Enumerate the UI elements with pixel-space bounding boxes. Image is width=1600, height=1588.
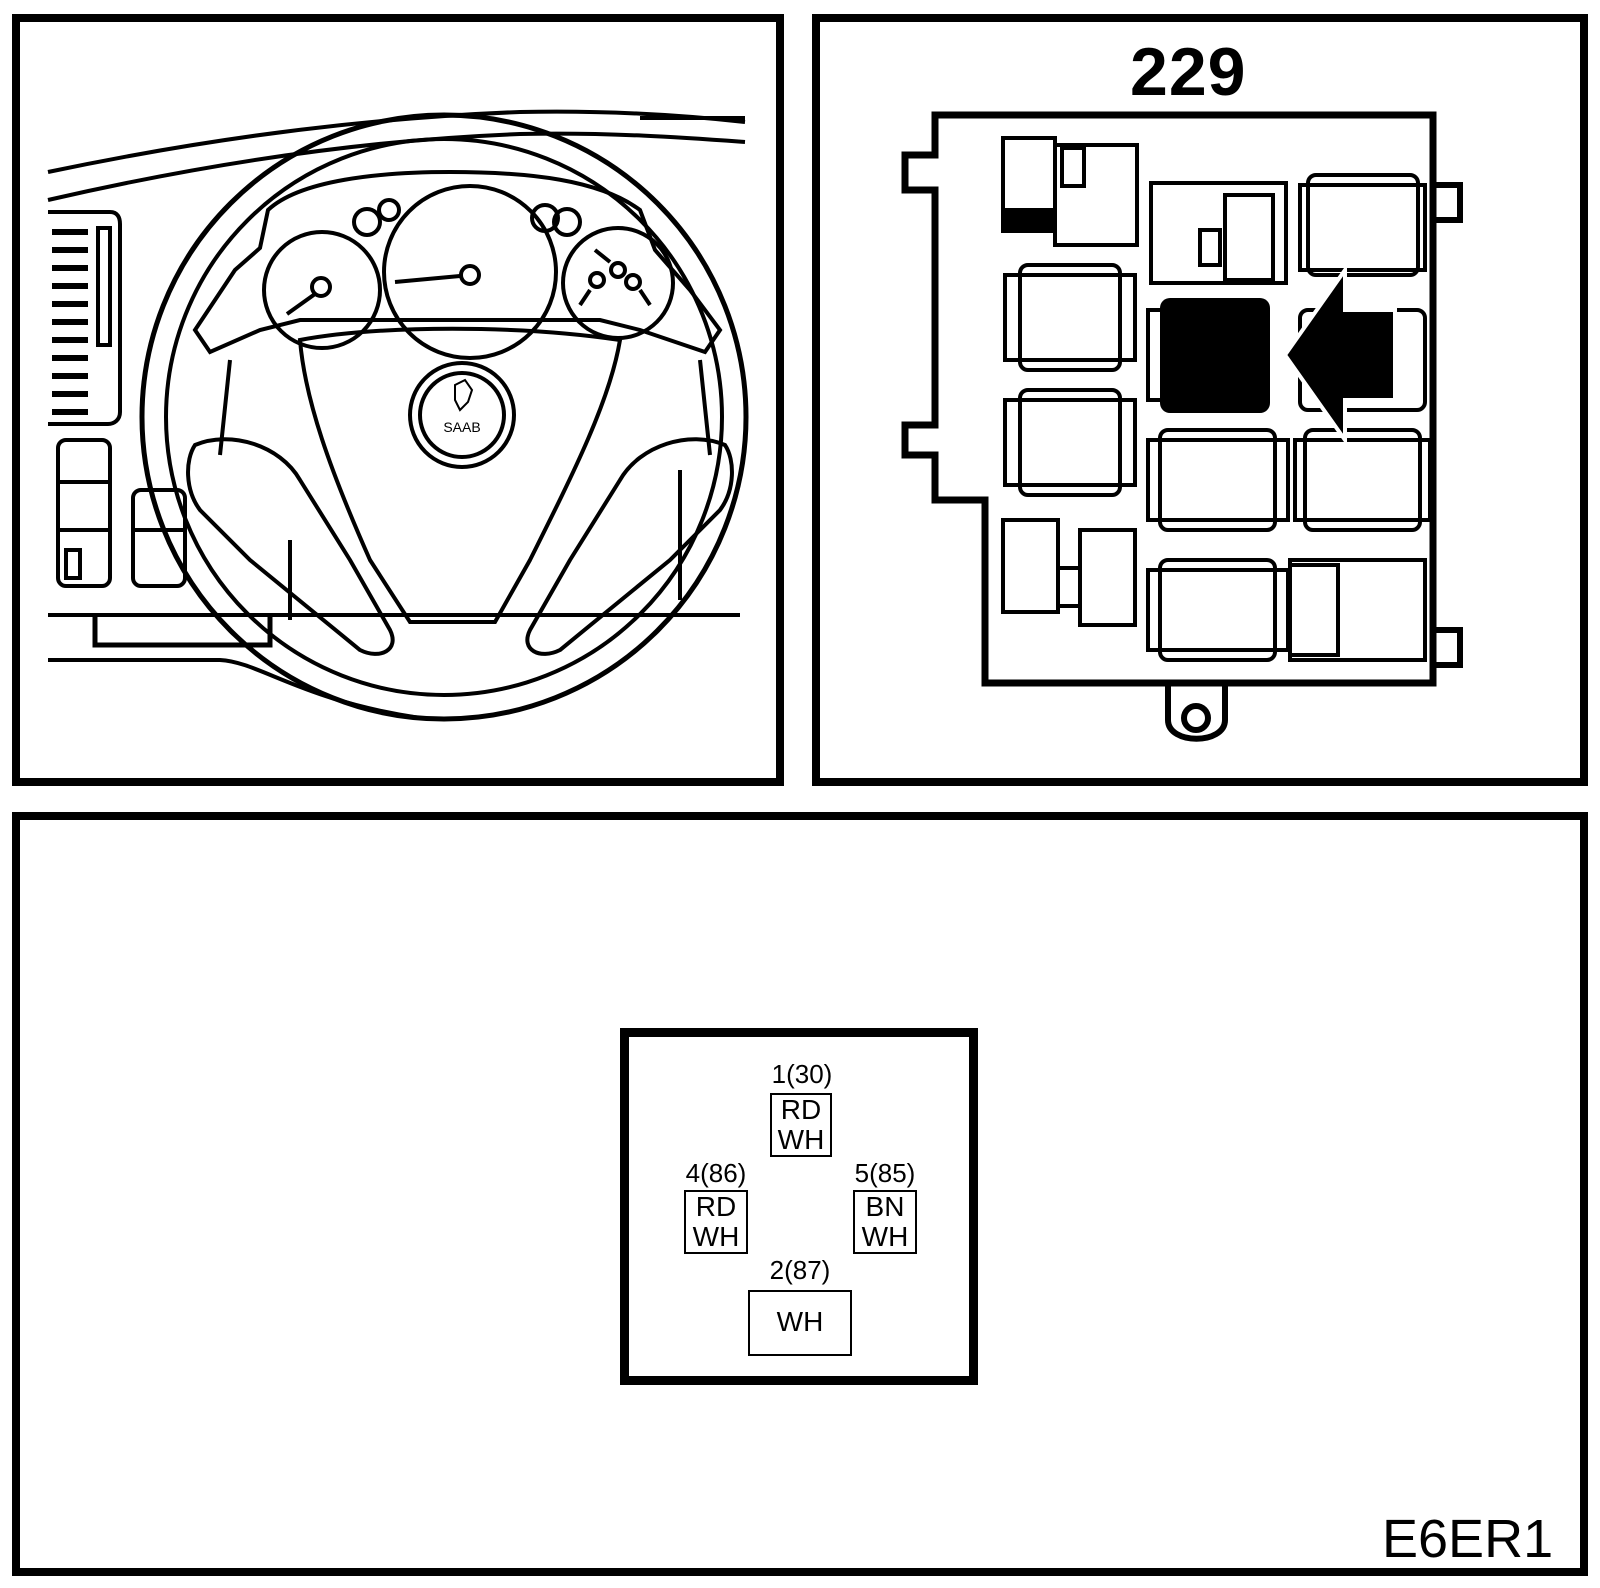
center-gauge [382, 184, 558, 360]
relay [1001, 136, 1139, 247]
relay [1146, 428, 1290, 532]
pin-color-1b: WH [777, 1124, 825, 1155]
relay [1288, 558, 1427, 662]
pin-color-4b: WH [692, 1221, 740, 1252]
steering-wheel-rim [139, 112, 749, 722]
relay [1293, 428, 1432, 532]
pin-color-5a: BN [865, 1191, 905, 1222]
relay [1146, 558, 1290, 662]
pin-color-2a: WH [776, 1306, 824, 1337]
pin-color-4a: RD [695, 1191, 737, 1222]
highlighted-relay [1160, 298, 1270, 413]
pin-box-5: BN WH [853, 1190, 917, 1254]
pin-box-2: WH [748, 1290, 852, 1356]
relay [1001, 518, 1137, 627]
pin-label-1: 1(30) [771, 1059, 833, 1089]
griffin-logo-icon [454, 378, 474, 412]
pin-box-4: RD WH [684, 1190, 748, 1254]
pin-color-1a: RD [780, 1094, 822, 1125]
relay [1149, 181, 1288, 285]
left-gauge [262, 230, 382, 350]
saab-logo: SAAB [443, 419, 480, 435]
relay [1298, 173, 1427, 277]
pin-color-5b: WH [861, 1221, 909, 1252]
fuse-box-housing [901, 111, 1437, 687]
pin-label-2: 2(87) [769, 1255, 831, 1285]
diagram-code: E6ER1 [1382, 1509, 1554, 1569]
connector-panel [12, 812, 1588, 1576]
indicator-arrow-icon [1282, 263, 1397, 447]
relay [1003, 388, 1137, 497]
relay [1003, 263, 1137, 372]
pin-box-1: RD WH [770, 1093, 832, 1157]
fuse-box-number: 229 [1130, 34, 1247, 110]
pin-label-4: 4(86) [685, 1158, 747, 1188]
pin-label-5: 5(85) [854, 1158, 916, 1188]
connector-outline [620, 1028, 978, 1385]
